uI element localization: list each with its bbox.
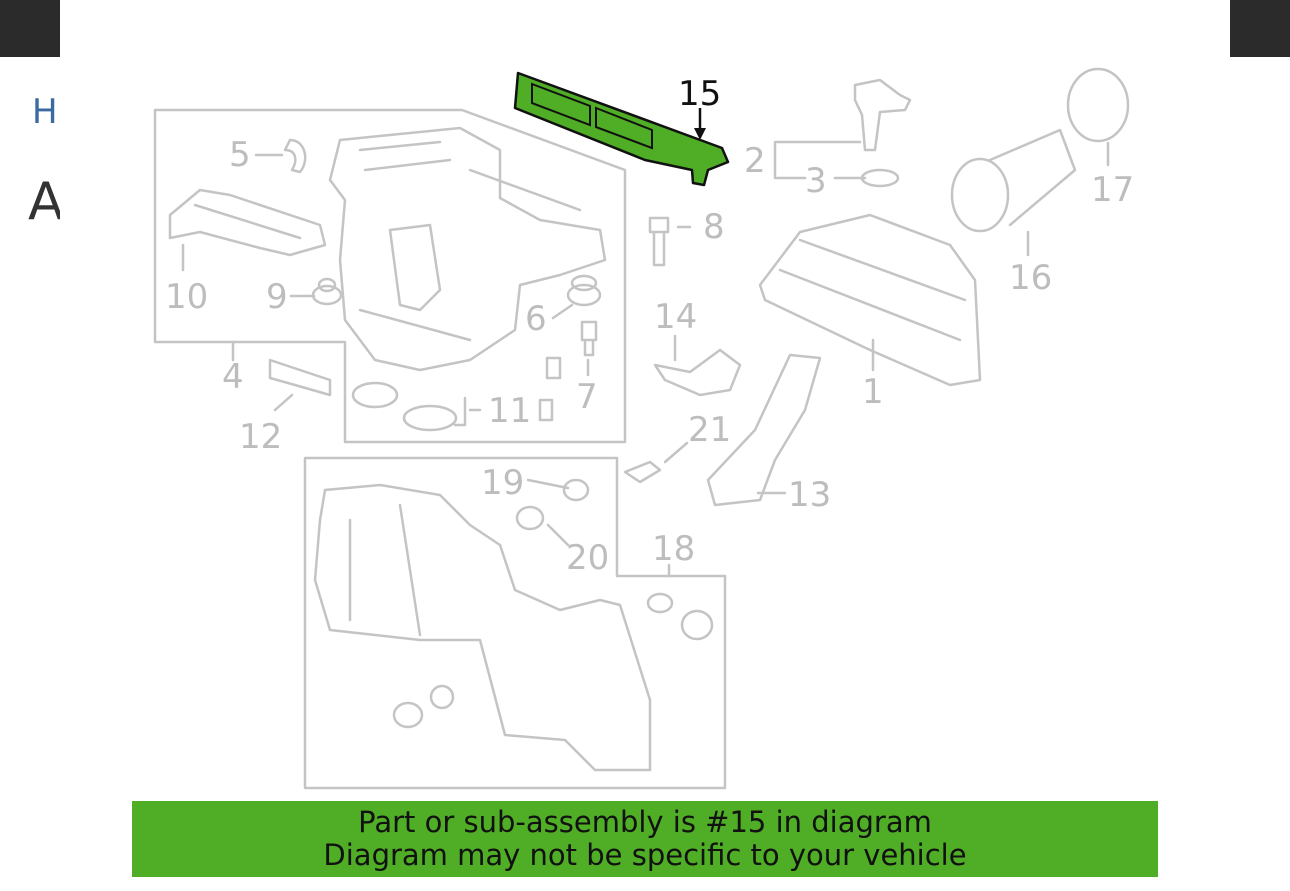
part-16-duct [950, 157, 1010, 233]
callout-6: 6 [525, 299, 547, 339]
part-15-filter-shape [513, 71, 730, 187]
part-13-stay [706, 353, 822, 507]
part-21-clip [623, 460, 662, 484]
part-9-grommet [311, 284, 343, 306]
callout-16: 16 [1009, 258, 1052, 298]
banner-line-1: Part or sub-assembly is #15 in diagram [358, 805, 932, 839]
part-1-cleaner-cover [758, 213, 982, 387]
callout-14: 14 [654, 297, 697, 337]
callout-4: 4 [222, 357, 244, 397]
callout-20: 20 [566, 538, 609, 578]
parts-diagram: 1 2 3 4 5 6 7 8 9 10 11 12 13 14 15 16 1… [153, 67, 1134, 790]
part-15-highlight [513, 71, 730, 187]
part-12-bracket [268, 358, 332, 397]
callout-3: 3 [805, 161, 827, 201]
callout-19: 19 [481, 463, 524, 503]
air-intake-housing [328, 126, 607, 372]
callout-8: 8 [703, 207, 725, 247]
banner-line-2: Diagram may not be specific to your vehi… [323, 838, 967, 872]
callout-17: 17 [1091, 170, 1134, 210]
part-5-clip [283, 138, 307, 174]
callout-9: 9 [266, 277, 288, 317]
part-20-bolt [515, 505, 545, 531]
callout-12: 12 [239, 417, 282, 457]
callout-5: 5 [229, 135, 251, 175]
top-right-corner-block [1230, 0, 1290, 57]
part-8-bolt [648, 216, 670, 267]
callout-15: 15 [678, 74, 721, 114]
assembly-18-outline [303, 456, 727, 790]
breadcrumb-link[interactable]: H [32, 92, 58, 132]
callout-7: 7 [576, 377, 598, 417]
callout-1: 1 [862, 372, 884, 412]
top-left-corner-block [0, 0, 60, 57]
callout-2: 2 [744, 141, 766, 181]
callout-13: 13 [788, 475, 831, 515]
page-title: A [28, 172, 60, 232]
resonator-chamber [313, 483, 652, 772]
assembly-4-outline [153, 108, 627, 444]
part-14-bracket [653, 348, 742, 397]
part-3-oring [860, 168, 900, 188]
callout-10: 10 [165, 277, 208, 317]
callout-18: 18 [652, 529, 695, 569]
part-19-grommet [562, 478, 590, 502]
callout-21: 21 [688, 410, 731, 450]
part-10-bracket [168, 188, 327, 257]
part-17-clamp [1066, 67, 1130, 143]
callout-11: 11 [488, 391, 531, 431]
part-11-seal [351, 381, 399, 409]
part-7-bolt [580, 320, 598, 357]
info-banner: Part or sub-assembly is #15 in diagram D… [132, 801, 1158, 877]
part-6-grommet [566, 283, 602, 307]
part-2-sensor [853, 78, 912, 152]
